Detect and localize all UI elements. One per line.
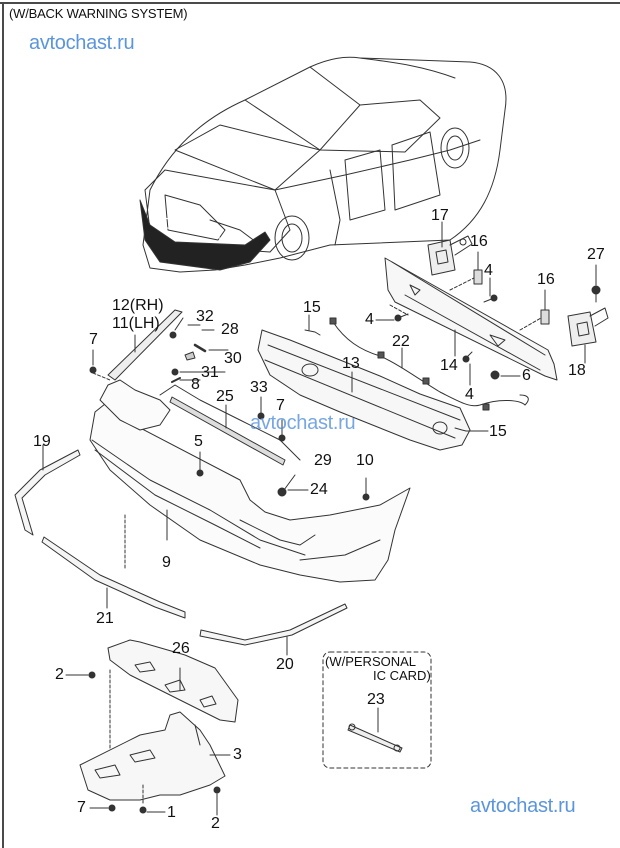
callout-4-a: 4 xyxy=(484,262,493,279)
callout-16-a: 16 xyxy=(470,233,488,250)
callout-13: 13 xyxy=(342,355,360,372)
part-19-molding xyxy=(14,444,81,536)
car-overview xyxy=(139,56,507,273)
inset-note-line1: (W/PERSONAL xyxy=(325,654,417,669)
callout-6: 6 xyxy=(522,367,531,384)
inset-note-line2: IC CARD) xyxy=(373,668,431,683)
callout-32: 32 xyxy=(196,308,214,325)
part-18-bracket xyxy=(567,307,609,364)
part-17-bracket xyxy=(427,221,473,276)
callout-23: 23 xyxy=(367,691,385,708)
callout-1: 1 xyxy=(167,804,176,821)
callout-17: 17 xyxy=(431,207,449,224)
callout-26: 26 xyxy=(172,640,190,657)
callout-20: 20 xyxy=(276,656,294,673)
callout-7-a: 7 xyxy=(89,331,98,348)
diagram-title: (W/BACK WARNING SYSTEM) xyxy=(9,6,188,21)
callout-19: 19 xyxy=(33,433,51,450)
callout-24: 24 xyxy=(310,481,328,498)
callout-10: 10 xyxy=(356,452,374,469)
callout-25: 25 xyxy=(216,388,234,405)
hardware-small-parts xyxy=(89,317,370,501)
callout-29: 29 xyxy=(314,452,332,469)
frame-border-left xyxy=(2,2,4,848)
part-14-reinforcement-beam xyxy=(384,257,558,381)
part-20-molding xyxy=(199,603,348,656)
part-6-nut xyxy=(490,370,521,380)
inset-ic-card-box xyxy=(322,651,432,769)
callout-31: 31 xyxy=(201,364,219,381)
callout-8: 8 xyxy=(191,376,200,393)
callout-5: 5 xyxy=(194,433,203,450)
callout-28: 28 xyxy=(221,321,239,338)
part-3-under-cover xyxy=(79,711,231,816)
callout-7-c: 7 xyxy=(77,799,86,816)
callout-30: 30 xyxy=(224,350,242,367)
callout-18: 18 xyxy=(568,362,586,379)
callout-33: 33 xyxy=(250,379,268,396)
part-22-wiring-harness xyxy=(329,317,529,411)
part-16-clips xyxy=(449,251,550,331)
watermark-bottom: avtochast.ru xyxy=(470,795,576,817)
frame-border-top xyxy=(0,2,620,4)
callout-27: 27 xyxy=(587,246,605,263)
part-9-bumper-cover xyxy=(89,379,411,583)
callout-7-b: 7 xyxy=(276,397,285,414)
watermark-middle: avtochast.ru xyxy=(250,412,356,434)
callout-2-a: 2 xyxy=(55,666,64,683)
callout-21: 21 xyxy=(96,610,114,627)
watermark-top: avtochast.ru xyxy=(29,32,135,54)
callout-4-c: 4 xyxy=(465,386,474,403)
part-26-under-cover xyxy=(65,639,239,771)
part-15-clips xyxy=(304,314,489,432)
part-13-energy-absorber xyxy=(257,329,471,451)
part-25-strip xyxy=(169,396,286,466)
callout-15-a: 15 xyxy=(303,299,321,316)
part-27-bolt xyxy=(591,264,601,303)
callout-11-lh: 11(LH) xyxy=(112,315,160,332)
callout-16-b: 16 xyxy=(537,271,555,288)
part-21-molding xyxy=(41,514,186,619)
part-4-bolts xyxy=(375,277,498,386)
callout-22: 22 xyxy=(392,333,410,350)
callout-3: 3 xyxy=(233,746,242,763)
part-11-12-side-bracket xyxy=(107,309,183,381)
callout-12-rh: 12(RH) xyxy=(112,297,164,314)
callout-2-b: 2 xyxy=(211,815,220,832)
callout-15-b: 15 xyxy=(489,423,507,440)
callout-14: 14 xyxy=(440,357,458,374)
callout-9: 9 xyxy=(162,554,171,571)
callout-4-b: 4 xyxy=(365,311,374,328)
